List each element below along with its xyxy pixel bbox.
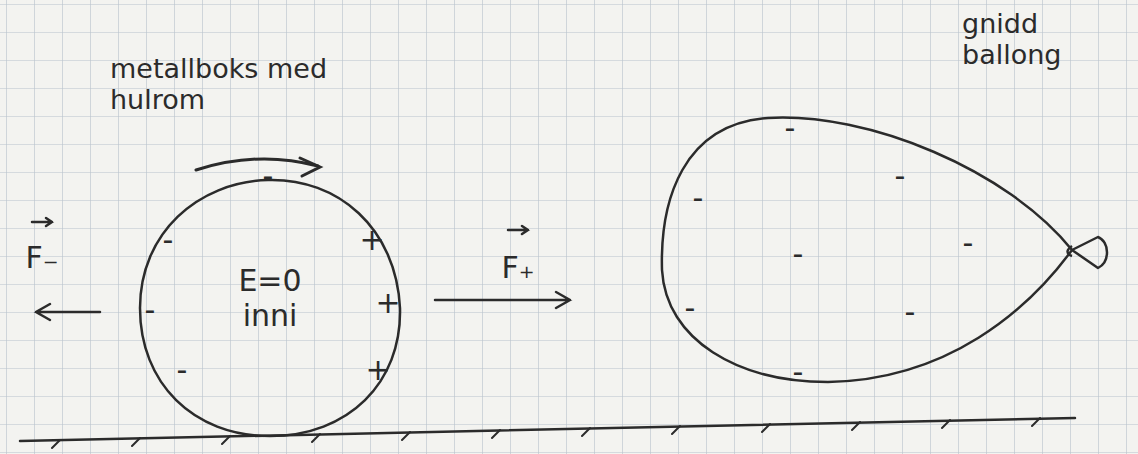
charge-minus: - — [263, 161, 274, 191]
charge-minus: - — [145, 295, 156, 325]
balloon: gnidd ballong — [658, 110, 1078, 388]
charge-minus: - — [905, 297, 916, 327]
charge-minus: - — [177, 355, 188, 385]
ground-line — [20, 418, 1075, 448]
balloon-outline — [658, 110, 1078, 388]
rotation-arrow — [196, 158, 320, 176]
metal-box: metallboks med hulromE=0 inni — [138, 178, 402, 438]
charge-minus: - — [163, 225, 174, 255]
charge-minus: - — [793, 357, 804, 387]
box-heading: metallboks med hulrom — [110, 53, 410, 115]
charge-minus: - — [693, 183, 704, 213]
charge-plus: + — [359, 225, 384, 255]
charge-minus: - — [793, 239, 804, 269]
charge-minus: - — [963, 228, 974, 258]
charge-plus: + — [365, 355, 390, 385]
charge-minus: - — [685, 293, 696, 323]
balloon-heading: gnidd ballong — [962, 8, 1132, 70]
field-label: E=0 inni — [220, 264, 320, 333]
charge-plus: + — [375, 288, 400, 318]
force-label: F₋ — [25, 243, 58, 273]
force-label: F₊ — [501, 253, 534, 283]
charge-minus: - — [895, 161, 906, 191]
charge-minus: - — [785, 113, 796, 143]
